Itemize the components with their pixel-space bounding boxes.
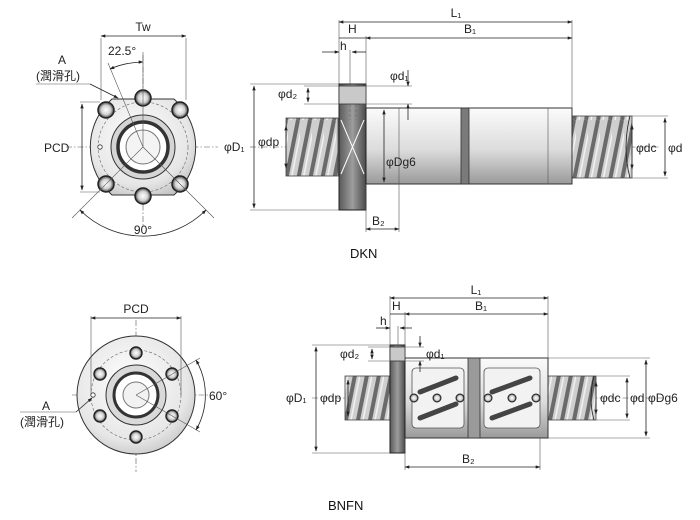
bnfn-d1-label: φd₁	[426, 347, 445, 361]
dkn-b1-label: B₁	[464, 22, 476, 36]
dkn-side-view: L₁ B₁ H h φd₁ φd₂ φD₁ φdp φDg6	[224, 6, 682, 261]
dkn-flange-x-mark	[340, 119, 365, 175]
dkn-nut-spacer	[460, 107, 470, 185]
dkn-flange-counterbore	[338, 85, 367, 105]
dkn-90-ray-right	[142, 146, 215, 219]
bnfn-a-note: (潤滑孔)	[20, 415, 64, 429]
bnfn-60-ray-top	[135, 357, 201, 396]
bnfn-a-label: A	[42, 399, 50, 413]
bnfn-d-label: φd	[630, 391, 644, 405]
bnfn-caption: BNFN	[328, 498, 363, 513]
bnfn-ball	[483, 393, 493, 403]
dkn-screw-break	[625, 115, 631, 179]
dkn-a-note: (潤滑孔)	[36, 69, 80, 83]
dkn-b2-label: B₂	[372, 214, 385, 228]
dkn-angle-arc-top	[109, 60, 144, 70]
dkn-caption: DKN	[350, 246, 377, 261]
bnfn-bolt-hole	[129, 430, 143, 444]
bnfn-ball	[409, 393, 419, 403]
bnfn-ball	[531, 393, 541, 403]
dkn-a-leader	[89, 83, 119, 99]
bnfn-ball-circuit-right	[483, 367, 541, 429]
bnfn-screw-break	[590, 375, 595, 421]
bnfn-nut-spacer	[467, 357, 481, 439]
bnfn-ball-circuit-left	[409, 367, 465, 429]
bnfn-D1-label: φD₁	[286, 391, 307, 405]
bnfn-d2-label: φd₂	[340, 347, 359, 361]
bnfn-front-view: PCD 60° A (潤滑孔)	[20, 302, 227, 472]
bnfn-lube-hole	[90, 392, 96, 398]
bnfn-flange	[389, 344, 406, 454]
bnfn-return-tube	[489, 375, 533, 421]
bnfn-ball	[432, 393, 442, 403]
dkn-angle-bottom-label: 90°	[134, 223, 152, 237]
bnfn-Dg6-label: φDg6	[648, 391, 678, 405]
bnfn-screw-left	[344, 375, 391, 421]
bnfn-l1-label: L₁	[471, 283, 482, 297]
dkn-D1-label: φD₁	[224, 140, 245, 154]
bnfn-ball	[455, 393, 465, 403]
bnfn-b2-label: B₂	[462, 452, 475, 466]
bnfn-bolt-hole	[129, 346, 143, 360]
dkn-a-label: A	[58, 53, 66, 67]
dkn-tw-label: Tw	[135, 20, 151, 34]
dkn-angle-top-label: 22.5°	[108, 44, 136, 58]
dkn-d2-label: φd₂	[278, 87, 297, 101]
bnfn-side-view: L₁ B₁ H h φd₂ φd₁ φD₁ φdp φd	[286, 283, 678, 513]
dkn-d1-label: φd₁	[390, 69, 409, 83]
dkn-dc-label: φdc	[636, 141, 656, 155]
bnfn-60-ray-bottom	[135, 394, 201, 433]
dkn-pcd-label: PCD	[44, 141, 70, 155]
bnfn-angle-label: 60°	[209, 389, 227, 403]
bnfn-pcd-label: PCD	[123, 302, 149, 316]
bnfn-dc-label: φdc	[600, 391, 620, 405]
bnfn-h-small-label: h	[380, 314, 387, 328]
dkn-d-label: φd	[668, 141, 682, 155]
bnfn-screw-right	[547, 375, 597, 421]
dkn-front-view: Tw 22.5° A (潤滑孔) PCD 90°	[36, 20, 218, 237]
dkn-h-small-label: h	[340, 39, 347, 53]
bnfn-flange-counterbore	[389, 346, 406, 362]
dkn-screw-left	[285, 117, 339, 177]
dkn-angle-ray	[107, 62, 144, 148]
bnfn-a-leader	[75, 397, 93, 413]
bnfn-h-label: H	[392, 299, 401, 313]
bnfn-return-tube	[417, 375, 459, 421]
dkn-90-arc	[79, 209, 207, 237]
dkn-dp-label: φdp	[258, 135, 279, 149]
bnfn-b1-label: B₁	[475, 299, 487, 313]
bnfn-60-arc	[195, 359, 206, 431]
dkn-bolt-hole	[134, 187, 152, 205]
bnfn-bolt-hole	[93, 409, 107, 423]
dkn-bolt-hole	[97, 101, 115, 119]
bnfn-ball	[507, 393, 517, 403]
bnfn-dp-label: φdp	[320, 391, 341, 405]
dkn-lube-hole	[97, 144, 103, 150]
dkn-Dg6-label: φDg6	[386, 155, 416, 169]
dkn-bolt-hole	[171, 101, 189, 119]
dkn-screw-right	[571, 115, 633, 179]
dkn-l1-label: L₁	[451, 6, 462, 20]
dkn-h-label: H	[348, 22, 357, 36]
bnfn-bolt-hole	[93, 367, 107, 381]
dkn-90-ray-left	[71, 146, 144, 219]
